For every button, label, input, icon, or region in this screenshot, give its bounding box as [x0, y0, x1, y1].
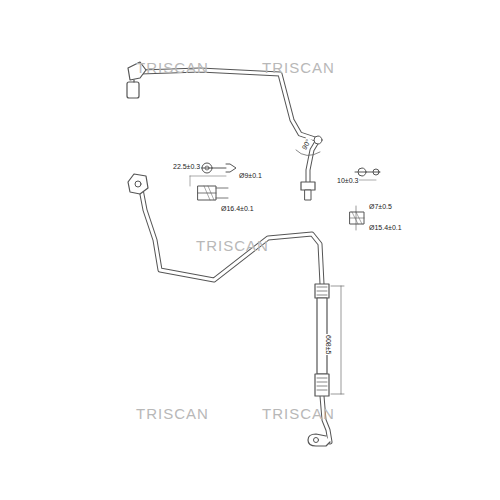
watermark: TRISCAN — [196, 238, 269, 253]
dimension-label: 10±0.3 — [336, 177, 359, 184]
watermark: TRISCAN — [262, 406, 335, 421]
dimension-label: Ø15.4±0.1 — [368, 224, 403, 231]
watermark: TRISCAN — [262, 60, 335, 75]
dimension-label: Ø9±0.1 — [238, 172, 263, 179]
watermark: TRISCAN — [136, 406, 209, 421]
watermark: TRISCAN — [136, 60, 209, 75]
dimension-label: Ø16.4±0.1 — [220, 205, 255, 212]
dimension-label: 22.5±0.3 — [172, 163, 201, 170]
dimension-label: 608±5 — [325, 334, 332, 355]
dimension-label: Ø7±0.5 — [368, 203, 393, 210]
